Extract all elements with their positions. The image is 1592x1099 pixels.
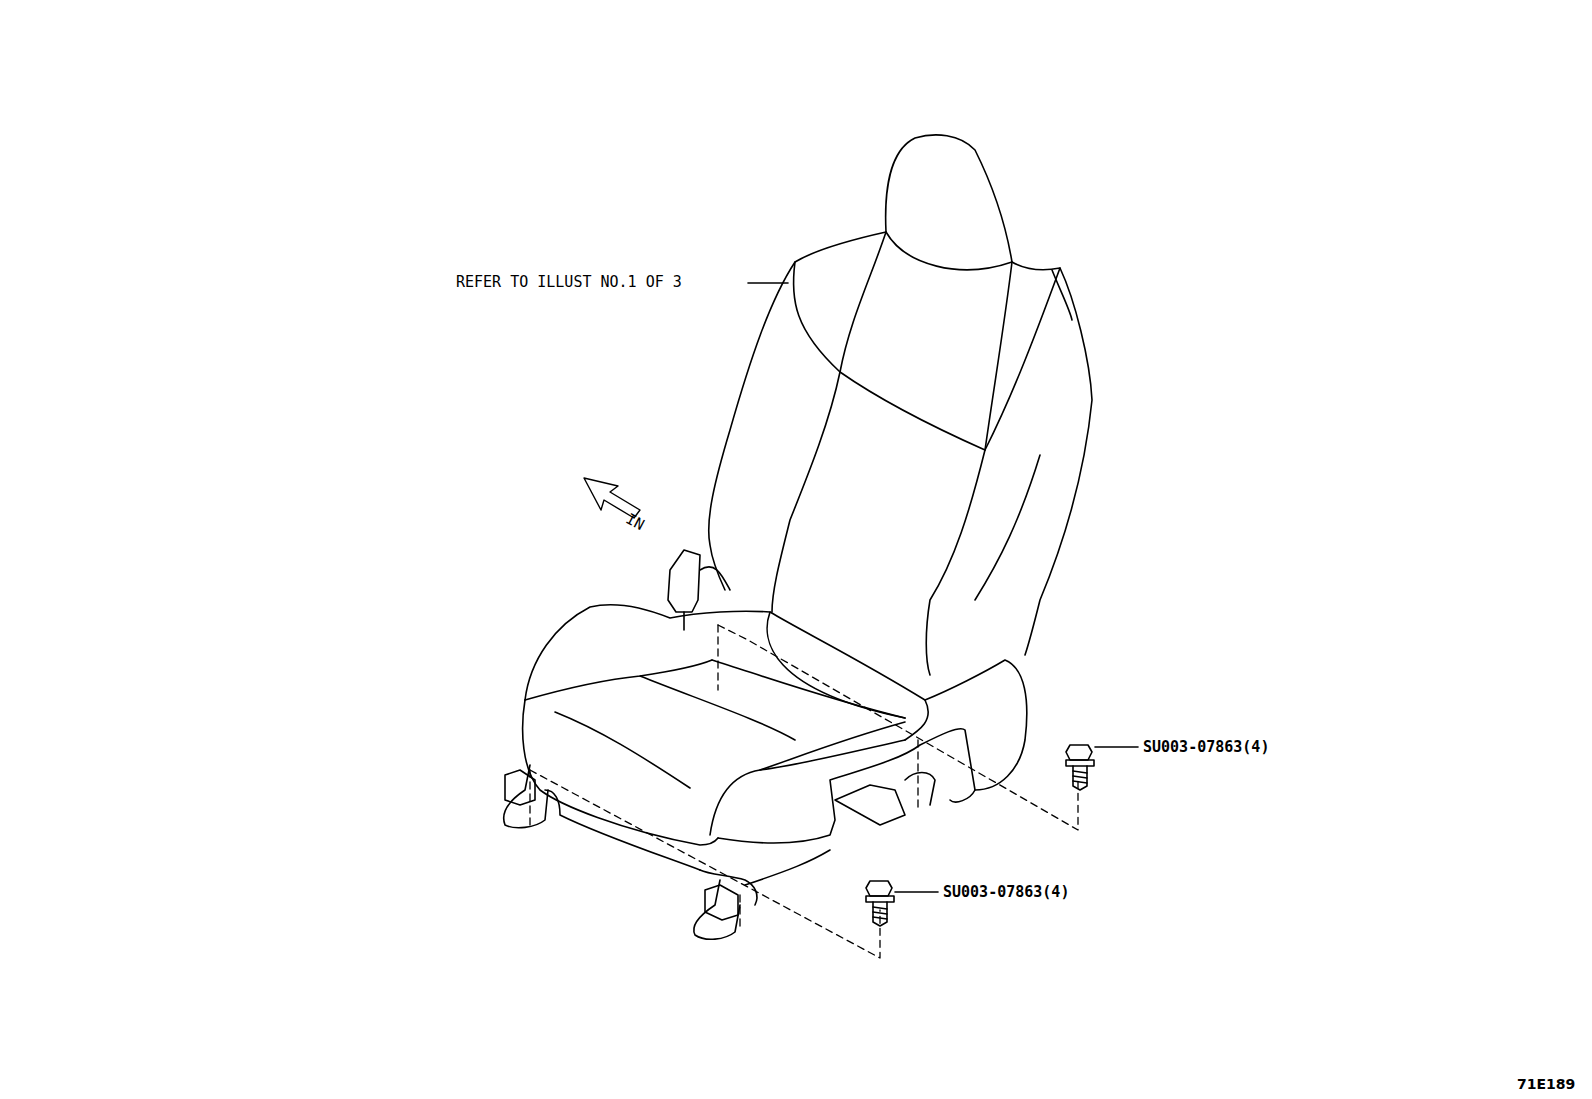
part-number: SU003-07863(4): [1142, 739, 1270, 756]
part-number: SU003-07863(4): [942, 884, 1070, 901]
reference-note: REFER TO ILLUST NO.1 OF 3: [455, 274, 683, 291]
illustration-code: 71E189: [1516, 1077, 1576, 1092]
